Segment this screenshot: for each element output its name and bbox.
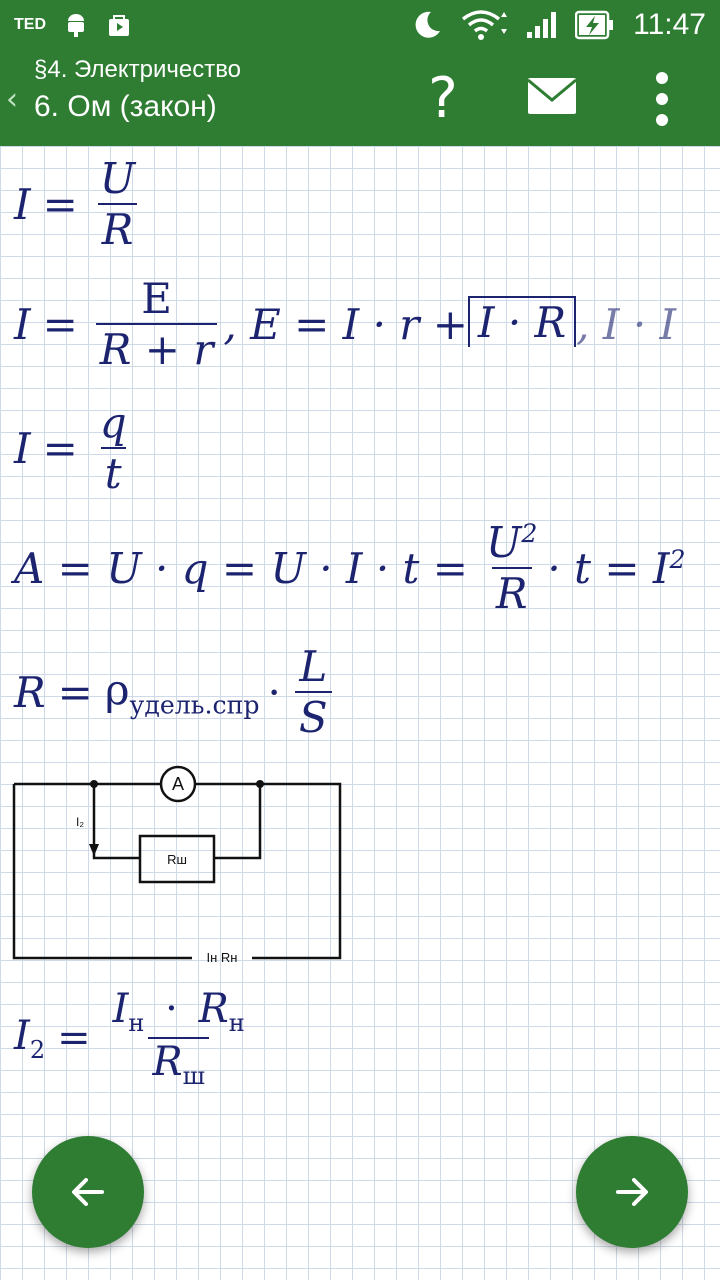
resistivity-symbol: ρудель.спр [105, 665, 260, 719]
numerator: q [99, 398, 127, 447]
denominator: t [100, 447, 126, 498]
fraction: q t [96, 398, 131, 498]
clock: 11:47 [633, 8, 706, 41]
multiply-sign: · [267, 667, 281, 717]
subscript: удель.спр [129, 690, 260, 720]
formula-term: R [14, 667, 46, 717]
subscript: 2 [29, 1035, 46, 1064]
formula-term: · t = I2 [547, 544, 685, 593]
mail-button[interactable] [526, 74, 578, 118]
ammeter-label: A [172, 774, 184, 794]
equals-sign: = [42, 423, 78, 473]
app-bar: ‹ §4. Электричество 6. Ом (закон) ? [0, 50, 720, 146]
fraction: Iн · Rн Rш [109, 986, 249, 1090]
equals-sign: = [57, 667, 93, 717]
subscript: н [228, 1009, 245, 1037]
formula-term: I [112, 986, 129, 1032]
formula-term: , I · I [576, 299, 677, 349]
denominator: R [491, 567, 532, 618]
shunt-circuit-diagram: A I₂ Rш Iн Rн [12, 765, 342, 965]
carrier-label: TED [14, 16, 46, 33]
fraction: E R + r [95, 274, 218, 374]
numerator: Iн · Rн [109, 986, 249, 1037]
mail-icon [527, 78, 577, 114]
formula-term: · t = I [547, 543, 670, 593]
section-subtitle: §4. Электричество [34, 56, 242, 83]
back-chevron-icon[interactable]: ‹ [6, 82, 18, 117]
formula-term: I [14, 423, 31, 473]
denominator: R + r [95, 323, 218, 374]
next-page-button[interactable] [576, 1136, 688, 1248]
subscript: н [128, 1009, 145, 1037]
moon-icon [415, 11, 441, 38]
help-button[interactable]: ? [428, 66, 458, 131]
exponent: 2 [669, 544, 686, 574]
subscript: ш [182, 1062, 205, 1090]
more-vert-icon [656, 72, 668, 126]
formula-term: I2 [14, 1013, 45, 1064]
multiply-sign: · [165, 986, 178, 1032]
denominator: S [294, 691, 332, 742]
formula-term: I [14, 179, 31, 229]
status-bar: TED [0, 0, 720, 50]
battery-charging-icon [575, 10, 614, 40]
wifi-icon [462, 10, 508, 40]
current-label: I₂ [76, 815, 84, 829]
bottom-label: Iн Rн [207, 950, 238, 965]
signal-icon [527, 12, 557, 38]
fraction: U R [96, 154, 139, 254]
numerator: L [299, 642, 328, 691]
numerator: U2 [482, 518, 541, 567]
arrow-right-icon [616, 1178, 648, 1206]
numerator: U [99, 154, 136, 203]
formula-term: ρ [104, 664, 130, 714]
fraction: U2 R [482, 518, 541, 618]
more-options-button[interactable] [640, 64, 684, 134]
formula-ohm-law: I = U R [14, 154, 145, 254]
shopping-bag-icon [109, 15, 129, 36]
denominator: Rш [148, 1037, 209, 1090]
formula-term: A = U · q = U · I · t = [14, 543, 468, 593]
equals-sign: = [42, 179, 78, 229]
prev-page-button[interactable] [32, 1136, 144, 1248]
formula-shunt-current: I2 = Iн · Rн Rш [14, 986, 255, 1090]
formula-term: I [14, 299, 31, 349]
arrow-left-icon [72, 1178, 104, 1206]
denominator: R [97, 203, 138, 254]
numerator: E [141, 274, 172, 323]
fraction: L S [294, 642, 332, 742]
page-title: 6. Ом (закон) [34, 90, 217, 123]
formula-term: U [485, 518, 522, 567]
formula-term: R [198, 986, 229, 1032]
formula-term: I [14, 1012, 30, 1059]
formula-term: , E = I · r + [223, 299, 468, 349]
formula-resistance: R = ρудель.спр · L S [14, 642, 338, 742]
equals-sign: = [42, 299, 78, 349]
shunt-label: Rш [167, 852, 187, 867]
formula-work: A = U · q = U · I · t = U2 R · t = I2 [14, 518, 686, 618]
formula-overline-term: I · R [467, 295, 577, 347]
formula-current-definition: I = q t [14, 398, 137, 498]
lesson-content: I = U R I = E R + r , E = I · r + I · R … [0, 146, 720, 1280]
formula-full-circuit: I = E R + r , E = I · r + I · R , I · I [14, 274, 676, 374]
android-icon [68, 14, 84, 37]
exponent: 2 [521, 519, 538, 548]
formula-term: R [152, 1039, 183, 1085]
equals-sign: = [57, 1015, 91, 1061]
